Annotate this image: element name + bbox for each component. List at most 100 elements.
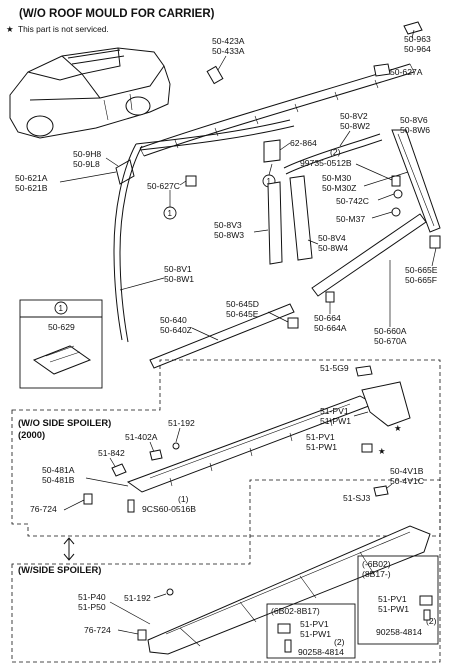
label-51-PW1-a: 51-PW1 (320, 416, 351, 426)
screw-99735 (391, 175, 401, 187)
label-50-640: 50-640 (160, 315, 187, 325)
label-50-8V1: 50-8V1 (164, 264, 192, 274)
label-50-742C: 50-742C (336, 196, 369, 206)
section-title-w-side-spoiler: (W/SIDE SPOILER) (18, 564, 101, 575)
clip-50-M37 (391, 207, 401, 217)
label-51-PW1-c: 51-PW1 (300, 629, 331, 639)
label-51-SJ3: 51-SJ3 (343, 493, 370, 503)
label-50-964: 50-964 (404, 44, 431, 54)
label-9CS60-qty: (1) (178, 494, 189, 504)
label-50-665E: 50-665E (405, 265, 438, 275)
label-90258-b-qty: (2) (426, 616, 437, 626)
label-50-M30: 50-M30 (322, 173, 351, 183)
label-51-PV1-b: 51-PV1 (306, 432, 335, 442)
label-51-PV1-d: 51-PV1 (378, 594, 407, 604)
label-50-670A: 50-670A (374, 336, 407, 346)
box-minus-6b02 (357, 555, 439, 645)
box-6b02-8b17 (266, 603, 356, 659)
clip-51-402A (149, 449, 163, 461)
clip-50-629 (32, 345, 92, 375)
callout-marker: 1 (163, 206, 177, 220)
label-50-8W2: 50-8W2 (340, 121, 370, 131)
label-51-P50: 51-P50 (78, 602, 106, 612)
label-51-PW1-b: 51-PW1 (306, 442, 337, 452)
callout-marker: 1 (54, 301, 68, 315)
screw-90258-b (423, 609, 431, 621)
label-51-192-a: 51-192 (168, 418, 195, 428)
label-50-4V1B: 50-4V1B (390, 466, 424, 476)
star-icon: ★ (378, 446, 386, 456)
bracket-51-PV1 (361, 443, 373, 453)
label-50-963: 50-963 (404, 34, 431, 44)
label-51-P40: 51-P40 (78, 592, 106, 602)
range-6b02-8b17: (6B02-8B17) (271, 606, 320, 616)
pillar-garnish-50-8V4 (289, 175, 313, 261)
label-90258-4814-b: 90258-4814 (376, 627, 422, 637)
label-50-481A: 50-481A (42, 465, 75, 475)
label-90258-4814-a: 90258-4814 (298, 647, 344, 657)
label-76-724-a: 76-724 (30, 504, 57, 514)
clip-50-4V1B (373, 485, 389, 497)
diagram-title: (W/O ROOF MOULD FOR CARRIER) (19, 8, 215, 20)
label-50-423A: 50-423A (212, 36, 245, 46)
clip-50-742C (393, 189, 403, 199)
label-50-664: 50-664 (314, 313, 341, 323)
label-9CS60-0516B: 9CS60-0516B (142, 504, 196, 514)
label-50-621A: 50-621A (15, 173, 48, 183)
callout-box-50-629 (19, 299, 103, 389)
label-99735-qty: (2) (330, 147, 341, 157)
end-cap-50-665E (429, 235, 441, 249)
label-50-627A: 50-627A (390, 67, 423, 77)
label-50-M30Z: 50-M30Z (322, 183, 356, 193)
svg-text:1: 1 (59, 304, 64, 313)
clip-51-192-b (166, 588, 174, 596)
pillar-garnish-50-8V3 (267, 181, 283, 265)
bracket-51-PV1-c (277, 623, 291, 634)
screw-9CS60 (127, 499, 135, 513)
section-year-wo-side-spoiler: (2000) (18, 429, 45, 440)
clip-50-423A (206, 65, 224, 85)
moulding-50-8V2 (283, 133, 381, 169)
mud-guard (361, 381, 411, 427)
label-90258-a-qty: (2) (334, 637, 345, 647)
label-50-627C: 50-627C (147, 181, 180, 191)
range-minus-6b02: (-6B02) (362, 559, 391, 569)
screw-90258-a (284, 639, 292, 653)
label-50-664A: 50-664A (314, 323, 347, 333)
label-51-PV1-c: 51-PV1 (300, 619, 329, 629)
clip-50-627C (185, 175, 197, 187)
label-51-402A: 51-402A (125, 432, 158, 442)
clip-50-664 (325, 291, 335, 303)
label-50-4V1C: 50-4V1C (390, 476, 424, 486)
section-w-side-spoiler (11, 479, 441, 663)
label-62-864: 62-864 (290, 138, 317, 148)
label-50-660A: 50-660A (374, 326, 407, 336)
label-50-9H8: 50-9H8 (73, 149, 101, 159)
label-50-8V3: 50-8V3 (214, 220, 242, 230)
label-51-5G9: 51-5G9 (320, 363, 349, 373)
not-serviced-note: This part is not serviced. (18, 24, 109, 34)
label-50-621B: 50-621B (15, 183, 48, 193)
star-icon: ★ (6, 24, 14, 34)
drip-moulding-50-8V1 (113, 119, 295, 343)
label-50-8V6: 50-8V6 (400, 115, 428, 125)
label-50-8W4: 50-8W4 (318, 243, 348, 253)
label-50-481B: 50-481B (42, 475, 75, 485)
star-icon: ★ (394, 423, 402, 433)
label-50-640Z: 50-640Z (160, 325, 192, 335)
label-50-629: 50-629 (48, 322, 75, 332)
bracket-51-PV1-d (419, 595, 433, 606)
label-50-9L8: 50-9L8 (73, 159, 100, 169)
label-50-645D: 50-645D (226, 299, 259, 309)
label-51-192-b: 51-192 (124, 593, 151, 603)
label-50-645E: 50-645E (226, 309, 259, 319)
label-51-842: 51-842 (98, 448, 125, 458)
label-50-8W1: 50-8W1 (164, 274, 194, 284)
clip-50-627A (373, 63, 391, 77)
side-spoiler (147, 525, 431, 655)
label-50-433A: 50-433A (212, 46, 245, 56)
car-illustration (9, 47, 171, 139)
label-50-8V2: 50-8V2 (340, 111, 368, 121)
clip-76-724-b (137, 629, 147, 641)
